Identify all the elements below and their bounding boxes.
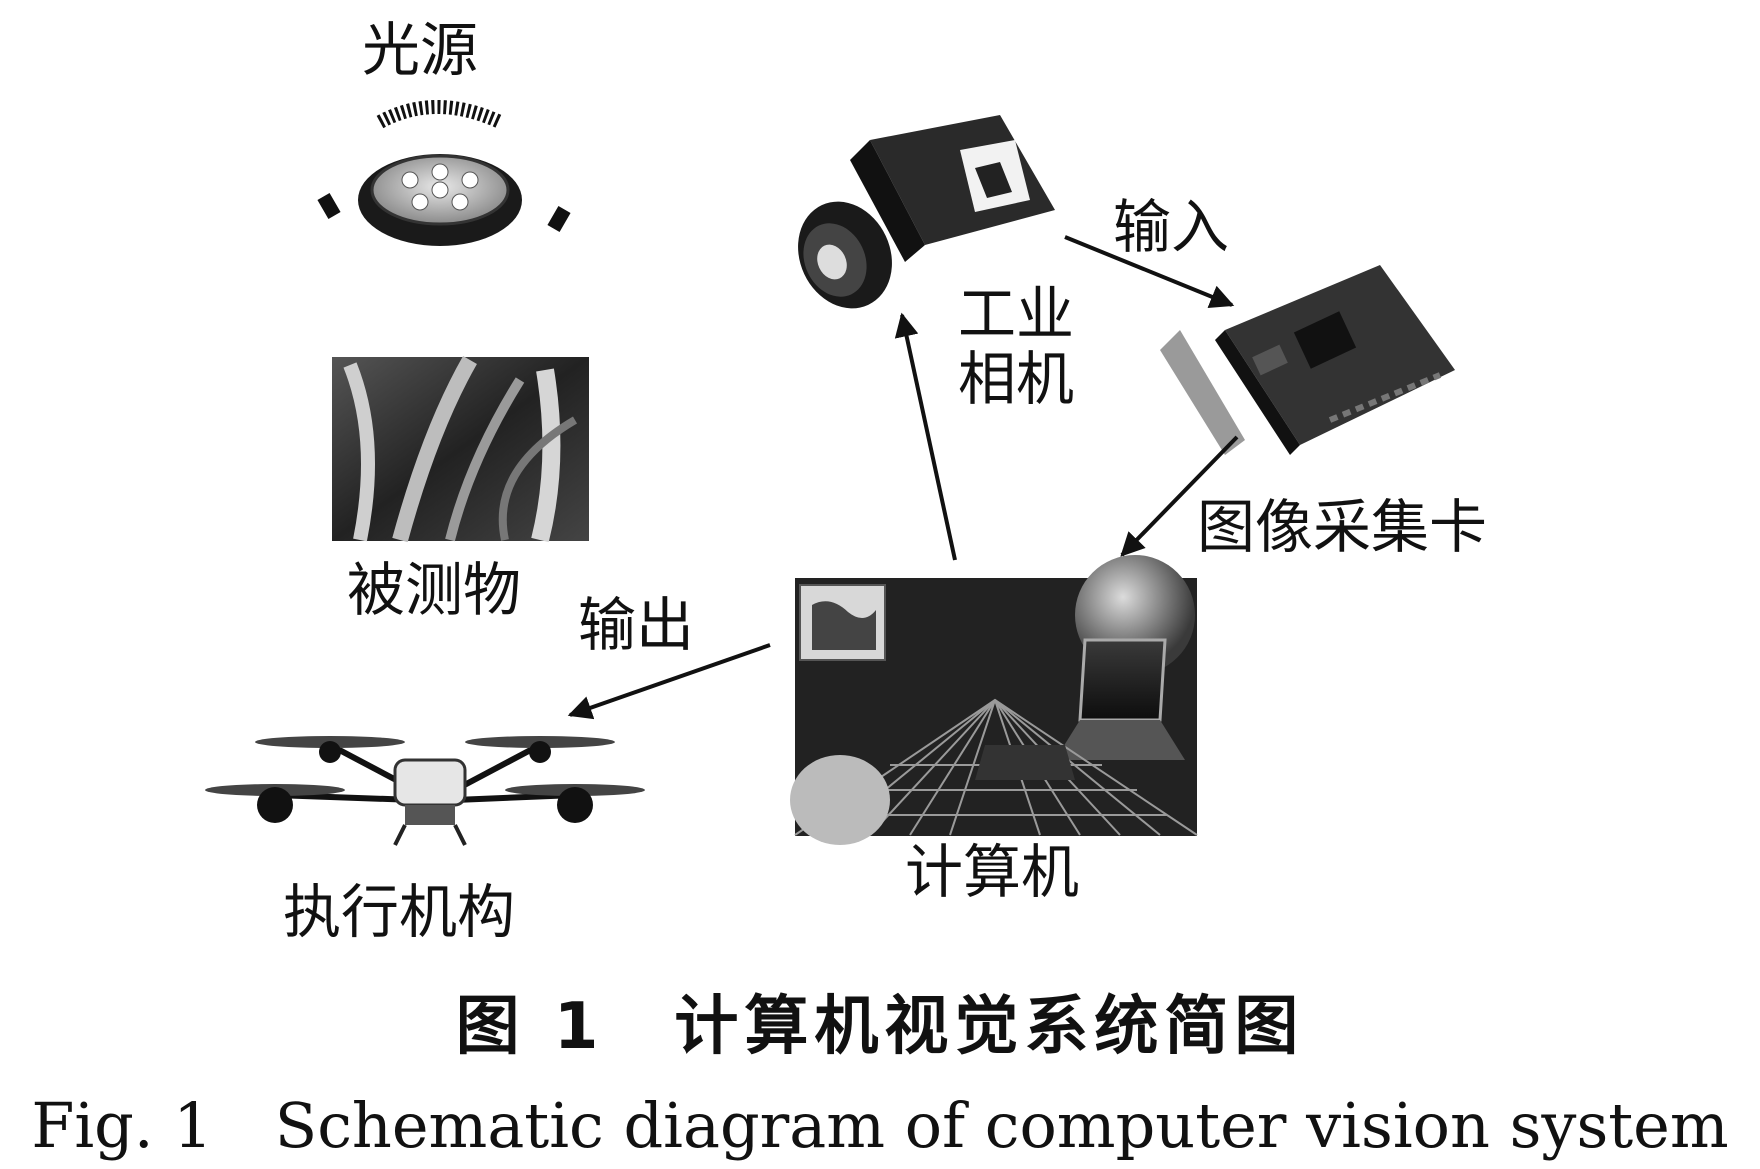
actuator-label: 执行机构 <box>283 878 516 946</box>
arrow-computer-to-camera <box>894 312 957 561</box>
object-label: 被测物 <box>347 556 522 624</box>
arrow-card-to-computer <box>1120 435 1239 557</box>
arrow-computer-to-actuator <box>567 643 771 720</box>
drone-icon <box>205 736 645 846</box>
computer-label: 计算机 <box>905 838 1080 906</box>
light-source-icon <box>317 100 571 246</box>
computer-montage <box>790 555 1198 845</box>
capture-card-label: 图像采集卡 <box>1197 493 1488 561</box>
industrial-camera-icon <box>798 115 1055 309</box>
figure-caption-chinese: 图 1 计算机视觉系统简图 <box>455 990 1305 1064</box>
industrial-camera-label-line2: 相机 <box>958 344 1075 413</box>
industrial-camera-label-line1: 工业 <box>958 280 1075 348</box>
capture-card-icon <box>1160 265 1455 455</box>
arrow-camera-to-card <box>1064 235 1235 308</box>
input-label: 输入 <box>1113 193 1230 261</box>
figure-caption-english: Fig. 1 Schematic diagram of computer vis… <box>31 1089 1729 1162</box>
output-label: 输出 <box>578 591 695 659</box>
industrial-camera-label: 工业 相机 <box>958 282 1074 412</box>
light-source-label: 光源 <box>362 16 479 84</box>
object-photo <box>332 356 589 543</box>
